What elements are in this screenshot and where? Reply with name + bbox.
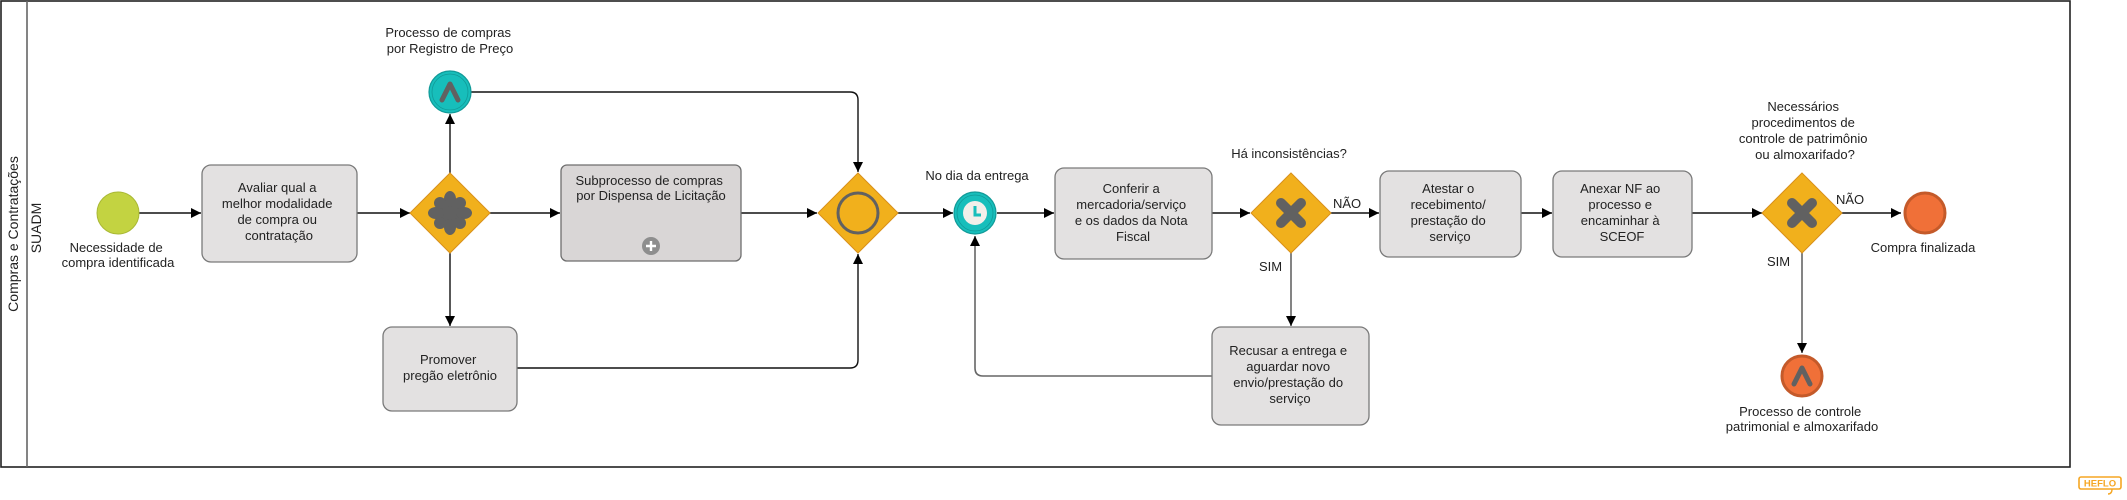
start-event[interactable] — [96, 191, 140, 235]
flow-label-nao-1: NÃO — [1333, 196, 1361, 211]
flow-label-sim-1: SIM — [1259, 259, 1282, 274]
timer-icon — [963, 201, 987, 225]
flow-recusar-to-timer[interactable] — [970, 236, 1212, 377]
task-conferir[interactable]: Conferir a mercadoria/serviço e os dados… — [1054, 167, 1213, 260]
end-event-compra-finalizada[interactable] — [1903, 191, 1947, 235]
exclusive-gateway-inconsistencias[interactable] — [1250, 172, 1332, 254]
escalation-event-registro-preco-label: Processo de compras por Registro de Preç… — [385, 25, 514, 56]
task-recusar-label: Recusar a entrega e aguardar novo envio/… — [1229, 343, 1350, 406]
task-recusar[interactable]: Recusar a entrega e aguardar novo envio/… — [1211, 326, 1370, 426]
start-event-label: Necessidade de compra identificada — [62, 240, 175, 270]
complex-gateway[interactable] — [409, 172, 491, 254]
task-atestar[interactable]: Atestar o recebimento/ prestação do serv… — [1379, 170, 1522, 258]
asterisk-icon — [428, 191, 472, 235]
exclusive-gateway-patrimonio[interactable] — [1761, 172, 1843, 254]
x-icon — [1276, 198, 1306, 228]
heflo-logo-text: HEFLO — [2084, 479, 2116, 490]
subprocess-dispensa-label: Subprocesso de compras por Dispensa de L… — [575, 173, 726, 203]
task-promover-label: Promover pregão eletrônio — [403, 352, 497, 383]
lane-label: SUADM — [28, 203, 44, 254]
escalation-icon — [439, 81, 461, 103]
timer-event[interactable] — [953, 191, 997, 235]
task-atestar-label: Atestar o recebimento/ prestação do serv… — [1411, 181, 1490, 244]
expand-plus-icon[interactable] — [642, 237, 660, 255]
escalation-end-event-label: Processo de controle patrimonial e almox… — [1726, 404, 1878, 434]
gateway-inconsistencias-label: Há inconsistências? — [1231, 146, 1347, 161]
gateway-patrimonio-label: Necessários procedimentos de controle de… — [1739, 99, 1871, 162]
task-conferir-label: Conferir a mercadoria/serviço e os dados… — [1075, 181, 1191, 244]
escalation-event-registro-preco[interactable] — [428, 70, 472, 114]
flow-promover-to-merge[interactable] — [517, 254, 863, 369]
escalation-icon — [1791, 365, 1813, 387]
event-based-gateway[interactable] — [817, 172, 899, 254]
flow-label-nao-2: NÃO — [1836, 192, 1864, 207]
escalation-end-event-controle[interactable] — [1780, 354, 1824, 398]
task-promover[interactable]: Promover pregão eletrônio — [382, 326, 518, 412]
task-avaliar[interactable]: Avaliar qual a melhor modalidade de comp… — [201, 164, 358, 263]
heflo-logo: HEFLO — [2078, 476, 2122, 495]
timer-event-label: No dia da entrega — [925, 168, 1029, 183]
x-icon — [1787, 198, 1817, 228]
circle-icon — [836, 191, 880, 235]
pool-label: Compras e Contratações — [5, 156, 21, 312]
subprocess-dispensa[interactable]: Subprocesso de compras por Dispensa de L… — [560, 164, 742, 262]
task-anexar-label: Anexar NF ao processo e encaminhar à SCE… — [1580, 181, 1664, 244]
sequence-flows — [139, 91, 1901, 377]
task-anexar[interactable]: Anexar NF ao processo e encaminhar à SCE… — [1552, 170, 1693, 258]
end-event-label: Compra finalizada — [1871, 240, 1977, 255]
task-avaliar-label: Avaliar qual a melhor modalidade de comp… — [222, 180, 336, 243]
flow-label-sim-2: SIM — [1767, 254, 1790, 269]
flow-registro-preco-to-merge[interactable] — [471, 91, 863, 172]
